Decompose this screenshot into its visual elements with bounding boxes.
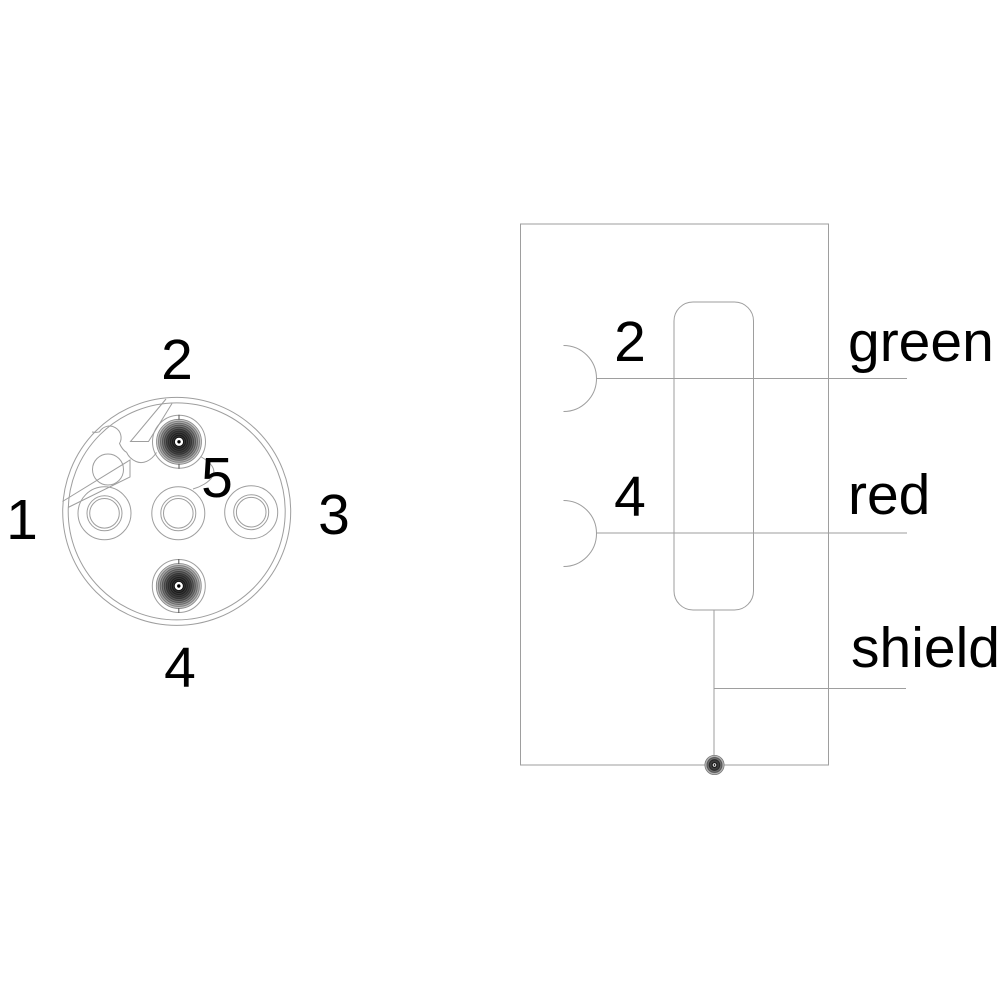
face-pin-5-label: 5: [201, 446, 233, 510]
connector-inner-ring: [67, 402, 286, 621]
wire-shield-label: shield: [851, 616, 1000, 680]
keyway-wedge-top: [129, 398, 173, 442]
pin-5-chamfer: [151, 486, 206, 541]
shield-grommet: [704, 754, 725, 776]
keyway-bump: [91, 425, 127, 453]
face-pin-3-label: 3: [318, 483, 350, 547]
face-pin-2-label: 2: [161, 328, 193, 392]
wire-green-label: green: [848, 310, 994, 374]
connector-outer-ring: [62, 396, 292, 626]
connector-face-drawing: [62, 396, 292, 626]
insulator-neck-left: [126, 451, 157, 464]
pin-5-hole: [160, 495, 197, 532]
keyway-wedge-left: [62, 459, 131, 508]
cable-capsule: [673, 301, 754, 611]
wiring-pin-4-label: 4: [614, 465, 646, 529]
pin-3-chamfer: [224, 485, 279, 540]
pin-4-contact: [155, 558, 202, 614]
wiring-outer-box: [520, 223, 829, 766]
wiring-pin-2-label: 2: [614, 310, 646, 374]
pin-3-hole: [233, 494, 270, 531]
face-pin-4-label: 4: [164, 636, 196, 700]
wiring-pin-4-stub: [563, 500, 597, 567]
insulator-neck-right: [192, 456, 215, 490]
wire-red-label: red: [848, 463, 931, 527]
wiring-pin-2-stub: [563, 345, 597, 412]
wiring-diagram-drawing: [520, 223, 907, 766]
pin-1-chamfer: [77, 486, 132, 541]
keyway-lobe: [92, 453, 124, 486]
pin-1-hole: [86, 495, 123, 532]
face-pin-1-label: 1: [6, 488, 38, 552]
